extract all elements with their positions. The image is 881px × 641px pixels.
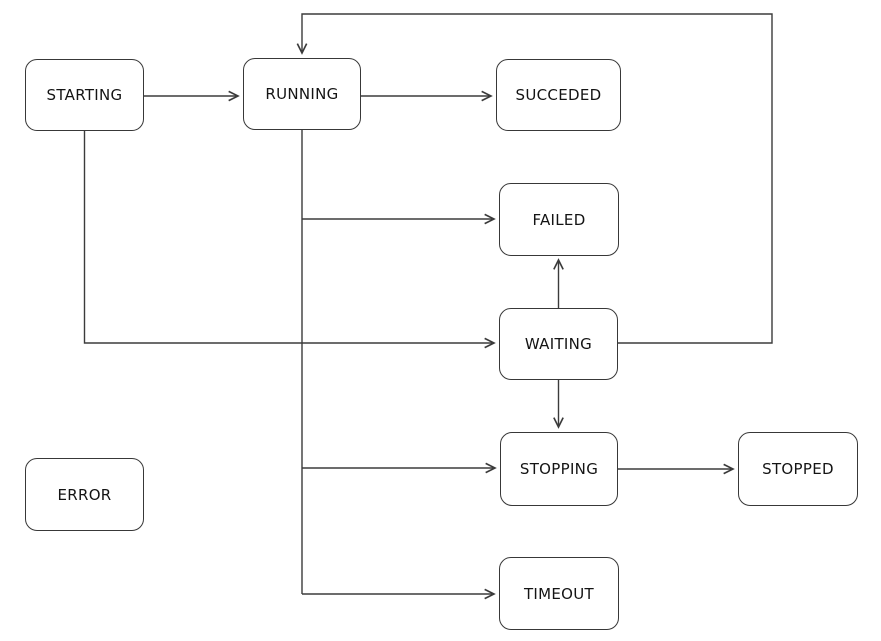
edge-waiting-running [296,13,773,344]
node-stopping: STOPPING [500,432,618,506]
node-stopped-label: STOPPED [762,460,834,478]
node-timeout-label: TIMEOUT [523,584,595,603]
node-waiting-label: WAITING [524,335,593,353]
node-waiting: WAITING [499,308,618,380]
node-error-label: ERROR [57,485,112,504]
node-failed: FAILED [499,183,619,256]
node-succeded: SUCCEDED [496,59,621,131]
node-succeded-label: SUCCEDED [515,86,602,104]
node-stopping-label: STOPPING [519,460,599,478]
node-running: RUNNING [243,58,361,130]
node-error: ERROR [25,458,144,531]
node-failed-label: FAILED [532,210,586,229]
node-starting: STARTING [25,59,144,131]
node-stopped: STOPPED [738,432,858,506]
node-starting-label: STARTING [46,86,123,104]
node-running-label: RUNNING [265,85,339,103]
edge-starting-waiting [83,131,496,349]
node-timeout: TIMEOUT [499,557,619,630]
